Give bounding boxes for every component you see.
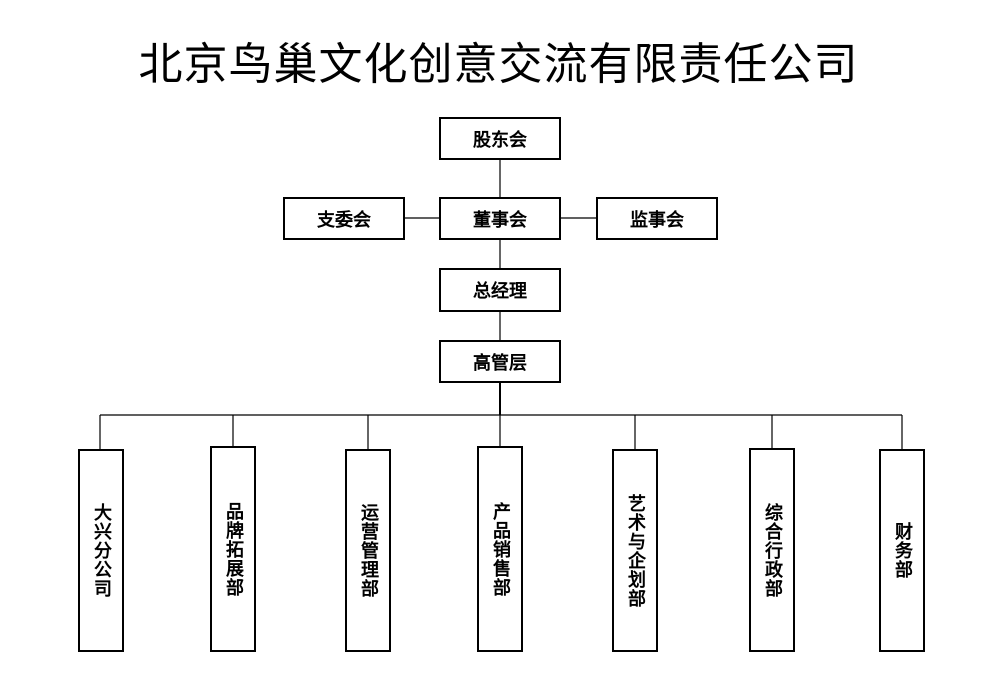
- node-supervisors: 监事会: [596, 197, 718, 240]
- node-executives: 高管层: [439, 340, 561, 383]
- dept-box-4: 产品销售部: [477, 446, 523, 652]
- node-general-manager-label: 总经理: [473, 281, 527, 302]
- node-general-manager: 总经理: [439, 268, 561, 312]
- node-board-label: 董事会: [473, 209, 527, 231]
- node-supervisors-label: 监事会: [630, 209, 684, 231]
- chart-title: 北京鸟巢文化创意交流有限责任公司: [138, 39, 859, 90]
- dept-label-5: 艺术与企划部: [625, 493, 646, 608]
- dept-label-7: 财务部: [892, 522, 913, 579]
- node-party-committee-label: 支委会: [317, 209, 371, 231]
- dept-label-6: 综合行政部: [762, 502, 783, 598]
- dept-label-1: 大兴分公司: [91, 503, 112, 598]
- node-board: 董事会: [439, 197, 561, 240]
- node-executives-label: 高管层: [473, 352, 527, 374]
- node-shareholders: 股东会: [439, 117, 561, 160]
- node-party-committee: 支委会: [283, 197, 405, 240]
- dept-label-3: 运营管理部: [358, 503, 379, 598]
- dept-box-2: 品牌拓展部: [210, 446, 256, 652]
- dept-box-5: 艺术与企划部: [612, 449, 658, 652]
- dept-box-3: 运营管理部: [345, 449, 391, 652]
- dept-label-2: 品牌拓展部: [223, 501, 244, 597]
- node-shareholders-label: 股东会: [473, 129, 527, 151]
- dept-box-7: 财务部: [879, 449, 925, 652]
- dept-box-6: 综合行政部: [749, 448, 795, 652]
- dept-box-1: 大兴分公司: [78, 449, 124, 652]
- dept-label-4: 产品销售部: [490, 501, 511, 597]
